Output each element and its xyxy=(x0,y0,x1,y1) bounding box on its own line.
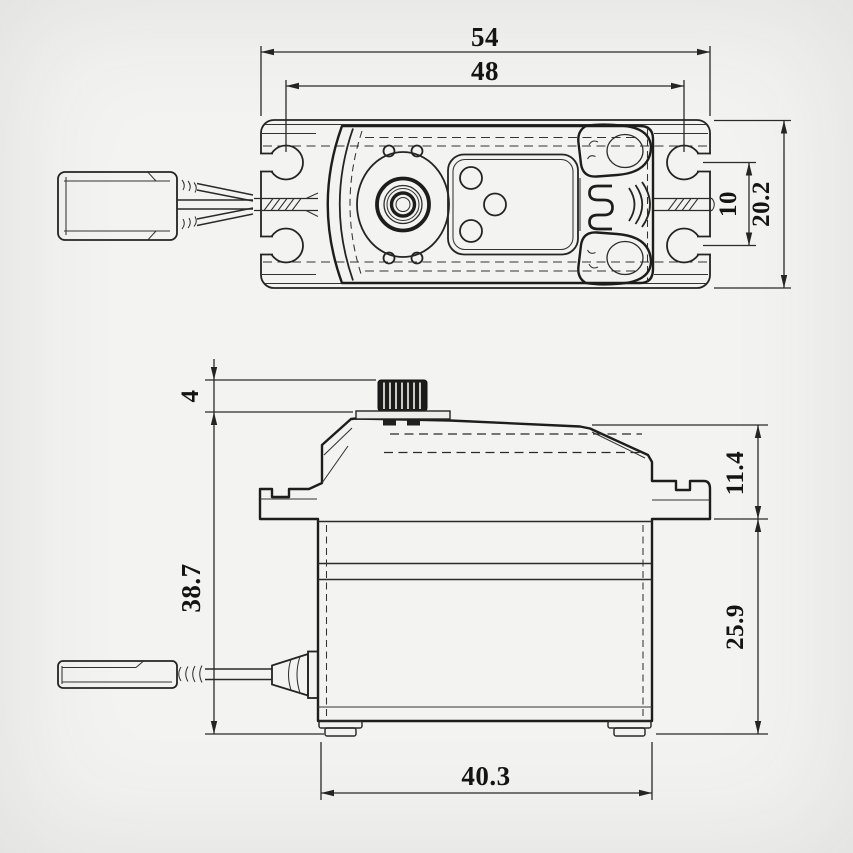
dim-mount-hole-spacing: 48 xyxy=(285,56,685,152)
dim-shaft-height: 4 xyxy=(177,359,376,734)
dim-overall-length: 54 xyxy=(260,22,711,116)
case-bump-bottom xyxy=(577,231,653,286)
s-logo-glyph xyxy=(588,184,614,231)
servo-case-top xyxy=(326,124,655,285)
dim-case-length: 40.3 xyxy=(320,742,653,800)
servo-wire-side xyxy=(178,650,319,699)
servo-wires-top xyxy=(177,179,254,230)
side-view: 4 38.7 11.4 25.9 40.3 xyxy=(57,359,768,800)
dim-shaft-height-label: 4 xyxy=(177,390,204,403)
dim-overall-height-label: 38.7 xyxy=(176,563,206,612)
servo-body-side xyxy=(258,417,712,723)
center-channel-right xyxy=(653,197,715,212)
dim-slot-spacing-label: 10 xyxy=(715,191,742,217)
dim-slot-pair-spacing: 10 xyxy=(703,161,756,247)
dim-flange-to-bottom: 25.9 xyxy=(656,519,768,735)
dim-case-length-label: 40.3 xyxy=(461,761,510,791)
dim-flange-to-bottom-label: 25.9 xyxy=(722,604,749,650)
center-channel-left xyxy=(254,192,319,217)
dim-overall-length-label: 54 xyxy=(471,22,499,52)
spline-shaft-side xyxy=(355,379,451,426)
label-panel xyxy=(447,153,579,256)
output-shaft-top xyxy=(356,144,450,265)
brand-logo xyxy=(577,123,653,286)
dim-top-to-flange-label: 11.4 xyxy=(722,451,749,495)
connector-plug-top xyxy=(57,171,178,241)
mounting-flange-top xyxy=(254,119,715,289)
case-bump-top xyxy=(577,123,653,178)
dim-mount-spacing-label: 48 xyxy=(471,56,499,86)
mount-feet xyxy=(318,720,652,737)
top-view: 54 48 20.2 10 xyxy=(57,22,791,289)
dim-top-to-flange: 11.4 xyxy=(592,424,768,734)
dim-overall-width: 20.2 xyxy=(714,119,791,289)
dim-overall-height: 38.7 xyxy=(176,563,324,735)
wire-strain-relief xyxy=(271,652,309,697)
connector-plug-side xyxy=(57,660,178,689)
mount-slot-holes xyxy=(256,144,712,264)
dim-overall-width-label: 20.2 xyxy=(748,181,775,227)
